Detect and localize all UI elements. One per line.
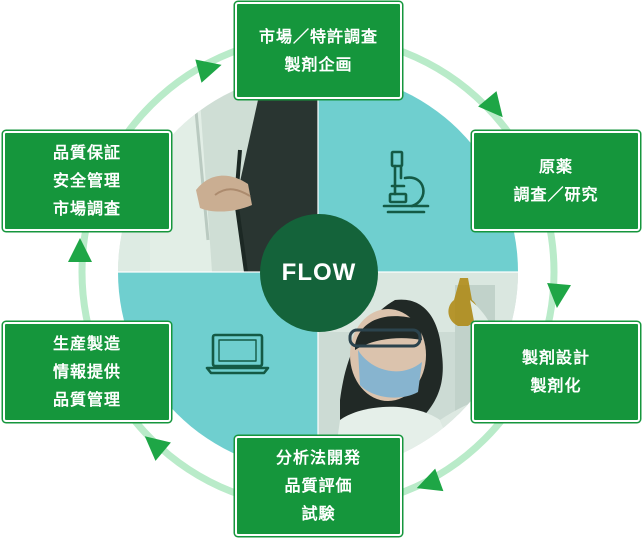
step-line: 製剤化 [530,376,582,395]
step-analytical-development: 分析法開発 品質評価 試験 [235,436,402,536]
arrow-to-step-4-icon [416,468,444,492]
step-line: 生産製造 [52,334,121,353]
step-line: 品質管理 [52,390,121,409]
step-line: 情報提供 [52,362,121,381]
step-line: 品質保証 [52,143,121,162]
step-formulation-design: 製剤設計 製剤化 [472,322,640,422]
step-quality-assurance: 品質保証 安全管理 市場調査 [3,131,171,231]
step-line: 製剤設計 [521,348,590,367]
step-line: 市場／特許調査 [258,26,378,46]
flow-center-badge: FLOW [260,214,378,332]
arrow-to-step-6-icon [68,238,92,262]
step-api-research: 原薬 調査／研究 [472,131,640,231]
step-market-patent-research: 市場／特許調査 製剤企画 [235,2,402,99]
step-line: 原薬 [538,157,573,176]
step-line: 調査／研究 [513,185,599,204]
step-line: 市場調査 [52,199,121,218]
step-line: 品質評価 [284,476,353,495]
laptop-icon [205,333,270,375]
step-production: 生産製造 情報提供 品質管理 [3,322,171,422]
arrow-to-step-3-icon [547,282,572,308]
arrow-to-step-1-icon [195,59,222,83]
step-line: 試験 [301,504,336,523]
step-line: 分析法開発 [275,448,361,467]
step-line: 安全管理 [52,171,121,190]
arrow-to-step-5-icon [144,436,171,461]
cycle-arrows [68,59,572,492]
microscope-icon [382,150,430,214]
step-line: 製剤企画 [284,54,353,74]
arrow-to-step-2-icon [478,91,503,118]
